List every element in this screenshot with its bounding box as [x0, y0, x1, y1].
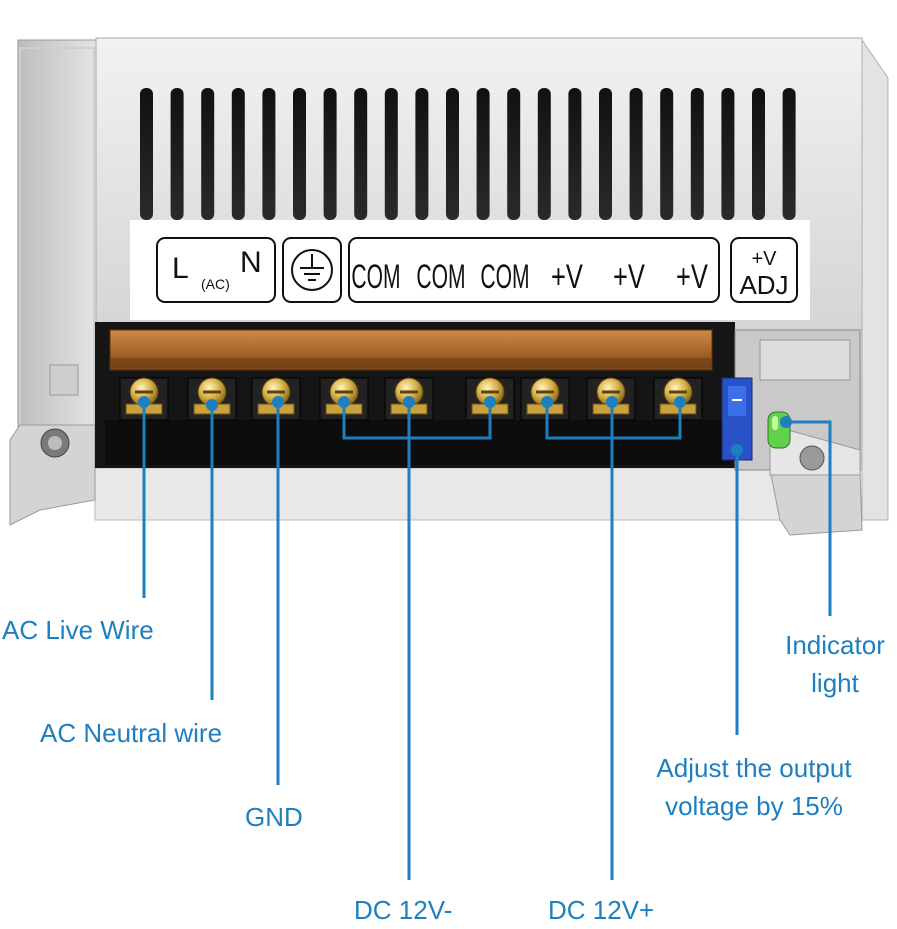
callout-dot: [484, 396, 496, 408]
dc-minus-bracket: [342, 402, 492, 880]
callout-dot: [606, 396, 618, 408]
vent-slot: [293, 88, 306, 220]
com-label-1: COM: [351, 257, 400, 295]
vent-slot: [140, 88, 153, 220]
vent-slot: [354, 88, 368, 220]
vent-slot: [446, 88, 459, 220]
callout-dot: [674, 396, 686, 408]
adjust-area: [734, 329, 861, 476]
vent-slot: [599, 88, 612, 220]
com-label-3: COM: [480, 257, 529, 295]
ground-icon: [291, 249, 333, 291]
callout-dot: [338, 396, 350, 408]
adjust-voltage-label: Adjust the output voltage by 15%: [628, 749, 880, 825]
dc-plus-bracket: [545, 402, 682, 880]
ac-label: (AC): [201, 276, 230, 292]
vent-slot: [507, 88, 521, 220]
vent-slot: [537, 88, 551, 220]
com-label-2: COM: [416, 257, 465, 295]
callout-dot: [138, 396, 150, 408]
vent-slot: [415, 88, 429, 220]
callout-dot: [272, 396, 284, 408]
callout-dot: [403, 396, 415, 408]
ac-live-wire-label: AC Live Wire: [2, 615, 154, 645]
vent-slot: [721, 88, 735, 220]
dc-plus-label: DC 12V+: [548, 895, 655, 925]
vent-slot: [782, 88, 796, 220]
adjust-label-line-1: Adjust the output: [656, 753, 852, 783]
vent-slot: [170, 88, 184, 220]
callout-lines: [142, 402, 832, 880]
adjust-label-line-2: voltage by 15%: [665, 791, 843, 821]
vent-slot: [262, 88, 276, 220]
callout-dot: [541, 396, 553, 408]
vplus-label-3: +V: [676, 259, 708, 296]
adj-label: ADJ: [739, 270, 788, 300]
vent-slot: [568, 88, 582, 220]
vent-slot: [323, 88, 337, 220]
vent-slot: [752, 88, 765, 220]
indicator-line: [786, 420, 832, 616]
indicator-label-line-1: Indicator: [785, 630, 885, 660]
vent-slot: [476, 88, 490, 220]
dc-minus-label: DC 12V-: [354, 895, 453, 925]
ventilation-slots: [140, 88, 796, 220]
vplus-label-1: +V: [551, 259, 583, 296]
vplus-label-2: +V: [613, 259, 645, 296]
vent-slot: [660, 88, 674, 220]
vent-slot: [201, 88, 215, 220]
callout-dots: [138, 396, 792, 456]
callout-dot: [206, 399, 218, 411]
gnd-label: GND: [245, 802, 303, 832]
callout-dot: [731, 444, 743, 456]
ac-neutral-wire-label: AC Neutral wire: [40, 718, 223, 748]
terminal-label-panel: L (AC) N COM COM COM +V +V +V +V ADJ: [130, 220, 810, 320]
vent-slot: [384, 88, 398, 220]
vent-slot: [629, 88, 643, 220]
callout-dot: [780, 416, 792, 428]
l-label: L: [172, 252, 189, 285]
vent-slot: [690, 88, 704, 220]
indicator-label-line-2: light: [811, 668, 859, 698]
n-label: N: [240, 246, 262, 279]
adj-vplus-label: +V: [751, 248, 777, 270]
vent-slot: [231, 88, 245, 220]
indicator-light-label: Indicator light: [765, 626, 897, 702]
